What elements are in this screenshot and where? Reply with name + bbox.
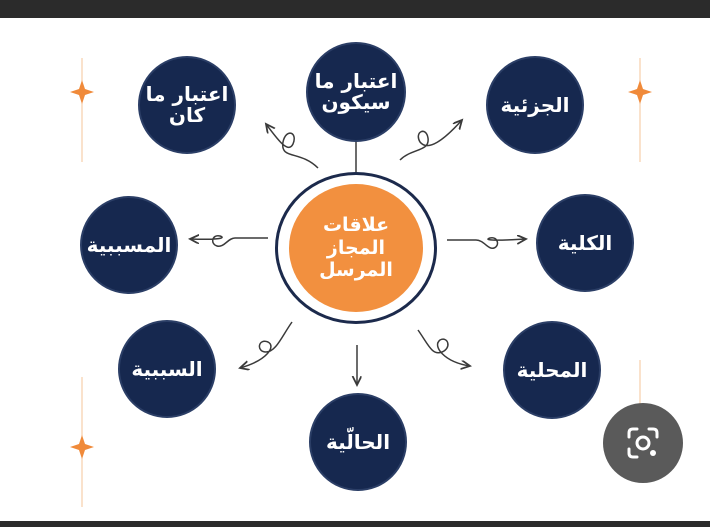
star-bottom-left	[70, 377, 94, 507]
arrow-bottom-right	[417, 329, 470, 366]
google-lens-button[interactable]	[603, 403, 683, 483]
arrow-right	[447, 238, 526, 249]
node-bottom: الحالّية	[309, 393, 407, 491]
arrow-left	[190, 236, 268, 247]
node-top-left: اعتبار ما كان	[138, 56, 236, 154]
center-node: علاقات المجاز المرسل	[289, 184, 423, 312]
star-top-left	[70, 58, 94, 162]
google-lens-icon	[627, 427, 659, 459]
node-top-label: اعتبار ما سيكون	[314, 69, 398, 114]
star-top-right	[628, 58, 652, 162]
node-bottom-label: الحالّية	[325, 429, 391, 454]
arrow-top-left	[266, 124, 319, 169]
node-bottom-right: المحلية	[503, 321, 601, 419]
node-bottom-left: السببية	[118, 320, 216, 418]
node-bottom-left-label: السببية	[131, 356, 203, 381]
node-left-label: المسببية	[86, 232, 172, 257]
bottom-bar	[0, 521, 710, 527]
node-top-right: الجزئية	[486, 56, 584, 154]
node-left: المسببية	[80, 196, 178, 294]
node-bottom-right-label: المحلية	[516, 357, 588, 382]
node-top-left-label: اعتبار ما كان	[145, 82, 229, 127]
node-top-right-label: الجزئية	[500, 92, 570, 117]
node-right: الكلية	[536, 194, 634, 292]
arrow-top-right	[399, 120, 462, 161]
node-top: اعتبار ما سيكون	[306, 42, 406, 142]
node-right-label: الكلية	[557, 230, 613, 255]
center-label: علاقات المجاز المرسل	[319, 213, 393, 282]
top-bar	[0, 0, 710, 18]
arrow-bottom-left	[240, 321, 293, 368]
